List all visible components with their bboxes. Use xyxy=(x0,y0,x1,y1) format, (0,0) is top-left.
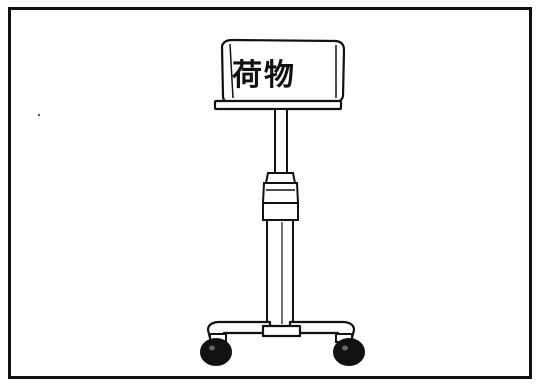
tray xyxy=(213,99,343,111)
stray-dot xyxy=(37,113,41,117)
lower-pole xyxy=(266,219,294,327)
pole-collar xyxy=(261,172,300,221)
upper-pole xyxy=(274,108,288,174)
box-label: 荷物 xyxy=(232,58,296,93)
caster-wheels xyxy=(200,333,365,366)
package-box: 荷物 xyxy=(220,38,346,105)
